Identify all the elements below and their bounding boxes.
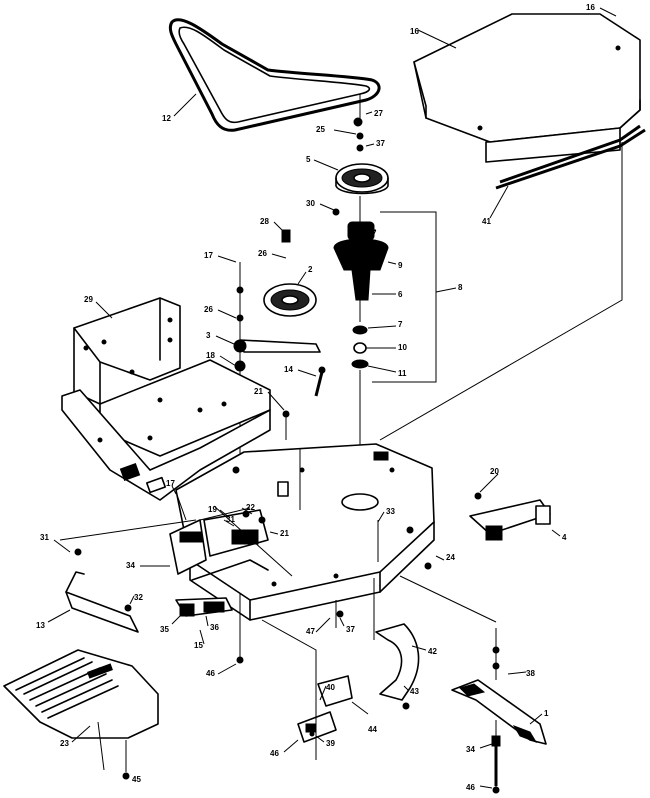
callout-4: 4 [562,533,567,542]
pulley-cover [413,13,646,190]
callout-20: 20 [490,467,499,476]
callout-25: 25 [316,125,325,134]
callout-11: 11 [398,369,407,378]
callout-2: 2 [308,265,313,274]
callout-29: 29 [84,295,93,304]
callout-7: 7 [372,229,377,238]
callout-31-deck: 31 [226,515,235,524]
callout-33: 33 [386,507,395,516]
callout-41: 41 [482,217,491,226]
drive-belt [168,18,381,132]
callout-3: 3 [206,331,211,340]
callout-9: 9 [398,261,403,270]
fasteners [74,208,482,780]
callout-42: 42 [428,647,437,656]
callout-17-deck: 17 [166,479,175,488]
callout-46-bolt: 46 [466,783,475,792]
callout-28: 28 [260,217,269,226]
callout-18: 18 [206,351,215,360]
callout-26-left: 26 [204,305,213,314]
callout-10: 10 [398,343,407,352]
idler-pulley [263,229,317,317]
blade-bolt-stack [491,628,501,794]
callout-43: 43 [410,687,419,696]
anti-scalp-bracket [175,597,233,617]
callout-12: 12 [162,114,171,123]
callout-36: 36 [210,623,219,632]
foot-plate [3,649,159,739]
spindle-assembly [333,94,457,470]
callout-17: 17 [204,251,213,260]
cover-leader-line [379,142,623,441]
callout-19: 19 [208,505,217,514]
callout-40: 40 [326,683,335,692]
callout-45: 45 [132,775,141,784]
cutting-blade [451,679,547,745]
deck-front-bracket [169,509,269,581]
callout-6: 6 [398,290,403,299]
callout-22: 22 [246,503,255,512]
callout-44: 44 [368,725,377,734]
callout-5: 5 [306,155,311,164]
baffle [317,623,420,707]
callout-13: 13 [36,621,45,630]
callout-8: 8 [458,283,463,292]
callout-1: 1 [544,709,549,718]
front-bar [65,571,139,633]
callout-26: 26 [258,249,267,258]
callout-labels: 12 16 16 41 27 25 37 5 30 7 9 8 6 7 10 1… [36,3,617,792]
callout-46: 46 [270,749,279,758]
callout-27: 27 [374,109,383,118]
callout-37: 37 [376,139,385,148]
callout-34: 34 [126,561,135,570]
callout-21: 21 [254,387,263,396]
caster-bracket [469,499,551,541]
callout-38: 38 [526,669,535,678]
callout-16: 16 [410,27,419,36]
callout-35: 35 [160,625,169,634]
callout-14: 14 [284,365,293,374]
lower-bracket [297,711,337,743]
callout-30: 30 [306,199,315,208]
callout-46-idler: 46 [206,669,215,678]
callout-16-top: 16 [586,3,595,12]
mounting-frame [61,297,271,501]
callout-37-deck: 37 [346,625,355,634]
callout-24: 24 [446,553,455,562]
callout-23: 23 [60,739,69,748]
callout-34-blade: 34 [466,745,475,754]
callout-21-deck: 21 [280,529,289,538]
callout-47: 47 [306,627,315,636]
callout-39: 39 [326,739,335,748]
callout-15: 15 [194,641,203,650]
callout-7-lower: 7 [398,320,403,329]
callout-31: 31 [40,533,49,542]
spring [314,366,326,397]
callout-32: 32 [134,593,143,602]
